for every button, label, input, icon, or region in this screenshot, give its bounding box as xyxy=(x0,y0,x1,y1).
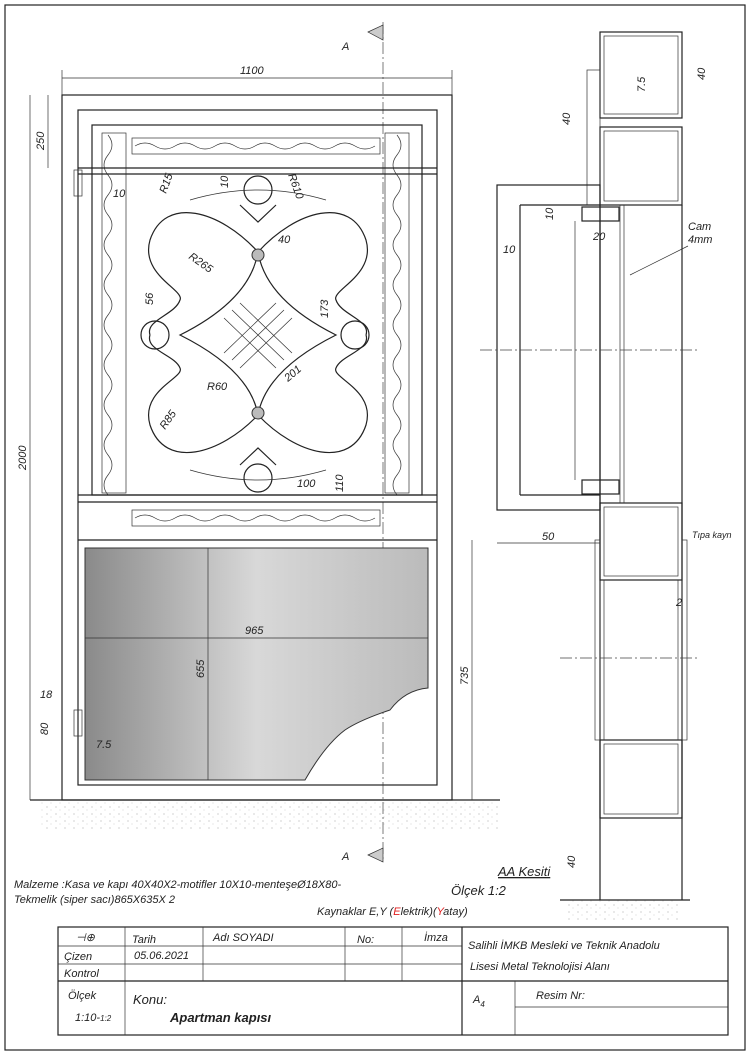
section-view-aa: 40 7.5 40 10 20 10 Cam 4mm 50 Tıpa kayn … xyxy=(451,31,732,920)
front-dimensions: 1100 250 2000 735 965 655 R15 10 10 R610… xyxy=(17,65,473,800)
sec-dim-20: 20 xyxy=(592,231,606,243)
dim-173: 173 xyxy=(319,299,331,318)
dim-100: 100 xyxy=(297,478,316,490)
dim-56: 56 xyxy=(144,292,156,305)
dim-top-rail: 250 xyxy=(35,131,47,151)
sheet-border xyxy=(4,4,746,1051)
section-title: AA Kesiti xyxy=(497,864,551,879)
dim-r15: R15 xyxy=(158,171,176,195)
dim-735: 735 xyxy=(459,666,471,685)
dim-width: 1100 xyxy=(240,65,265,77)
plug-weld-label: Tıpa kayn xyxy=(692,530,732,540)
label-cizen: Çizen xyxy=(64,951,92,963)
dim-655: 655 xyxy=(195,659,207,678)
dim-965: 965 xyxy=(245,625,264,637)
sec-dim-40-side: 40 xyxy=(561,112,573,125)
label-resim-nr: Resim Nr: xyxy=(536,990,585,1002)
school-name-line-2: Lisesi Metal Teknolojisi Alanı xyxy=(470,961,610,973)
dim-r85: R85 xyxy=(158,408,180,432)
dim-110: 110 xyxy=(334,474,346,492)
dim-80: 80 xyxy=(39,722,51,735)
dim-10b: 10 xyxy=(219,175,231,188)
door-front-view xyxy=(30,94,500,830)
label-olcek: Ölçek xyxy=(68,990,97,1002)
label-tarih: Tarih xyxy=(132,934,156,946)
dim-7-5: 7.5 xyxy=(96,739,112,751)
glass-label: Cam xyxy=(688,221,711,233)
sec-dim-40-top: 40 xyxy=(696,67,708,80)
dim-height: 2000 xyxy=(17,445,29,471)
welding-note: Kaynaklar E,Y (Elektrik)(Yatay) xyxy=(317,906,468,918)
section-mark-top: A xyxy=(341,41,349,53)
label-adi-soyadi: Adı SOYADI xyxy=(212,932,274,944)
section-mark-bottom: A xyxy=(341,851,349,863)
glass-thickness: 4mm xyxy=(688,234,712,246)
dim-201: 201 xyxy=(281,363,304,385)
drawing-date: 05.06.2021 xyxy=(134,950,189,962)
school-name-line-1: Salihli İMKB Mesleki ve Teknik Anadolu xyxy=(468,940,660,952)
dim-40: 40 xyxy=(278,234,291,246)
material-line-1: Malzeme :Kasa ve kapı 40X40X2-motifler 1… xyxy=(14,879,341,891)
drawing-subject: Apartman kapısı xyxy=(169,1010,272,1025)
sec-dim-50: 50 xyxy=(542,531,555,543)
dim-10a: 10 xyxy=(113,188,126,200)
section-scale: Ölçek 1:2 xyxy=(451,883,507,898)
title-block: ⊣⊕ Tarih Adı SOYADI No: İmza Çizen 05.06… xyxy=(57,926,729,1036)
dim-18: 18 xyxy=(40,689,53,701)
sec-dim-10-left: 10 xyxy=(503,244,516,256)
label-no: No: xyxy=(357,934,374,946)
material-line-2: Tekmelik (siper sacı)865X635X 2 xyxy=(14,894,175,906)
label-konu: Konu: xyxy=(133,992,167,1007)
drawing-scale: 1:10-1:2 xyxy=(75,1012,112,1024)
sec-dim-7-5: 7.5 xyxy=(636,76,648,92)
label-imza: İmza xyxy=(424,932,448,944)
paper-size: A4 xyxy=(472,994,485,1009)
sec-dim-2: 2 xyxy=(675,597,682,609)
sec-dim-10: 10 xyxy=(544,207,556,220)
section-line-aa: A A xyxy=(341,22,384,863)
dim-r60: R60 xyxy=(207,381,228,393)
sec-dim-40-bottom: 40 xyxy=(566,855,578,868)
dim-r265: R265 xyxy=(186,251,215,276)
label-kontrol: Kontrol xyxy=(64,968,99,980)
projection-symbol-icon: ⊣⊕ xyxy=(76,932,96,944)
dim-r610: R610 xyxy=(285,172,306,202)
